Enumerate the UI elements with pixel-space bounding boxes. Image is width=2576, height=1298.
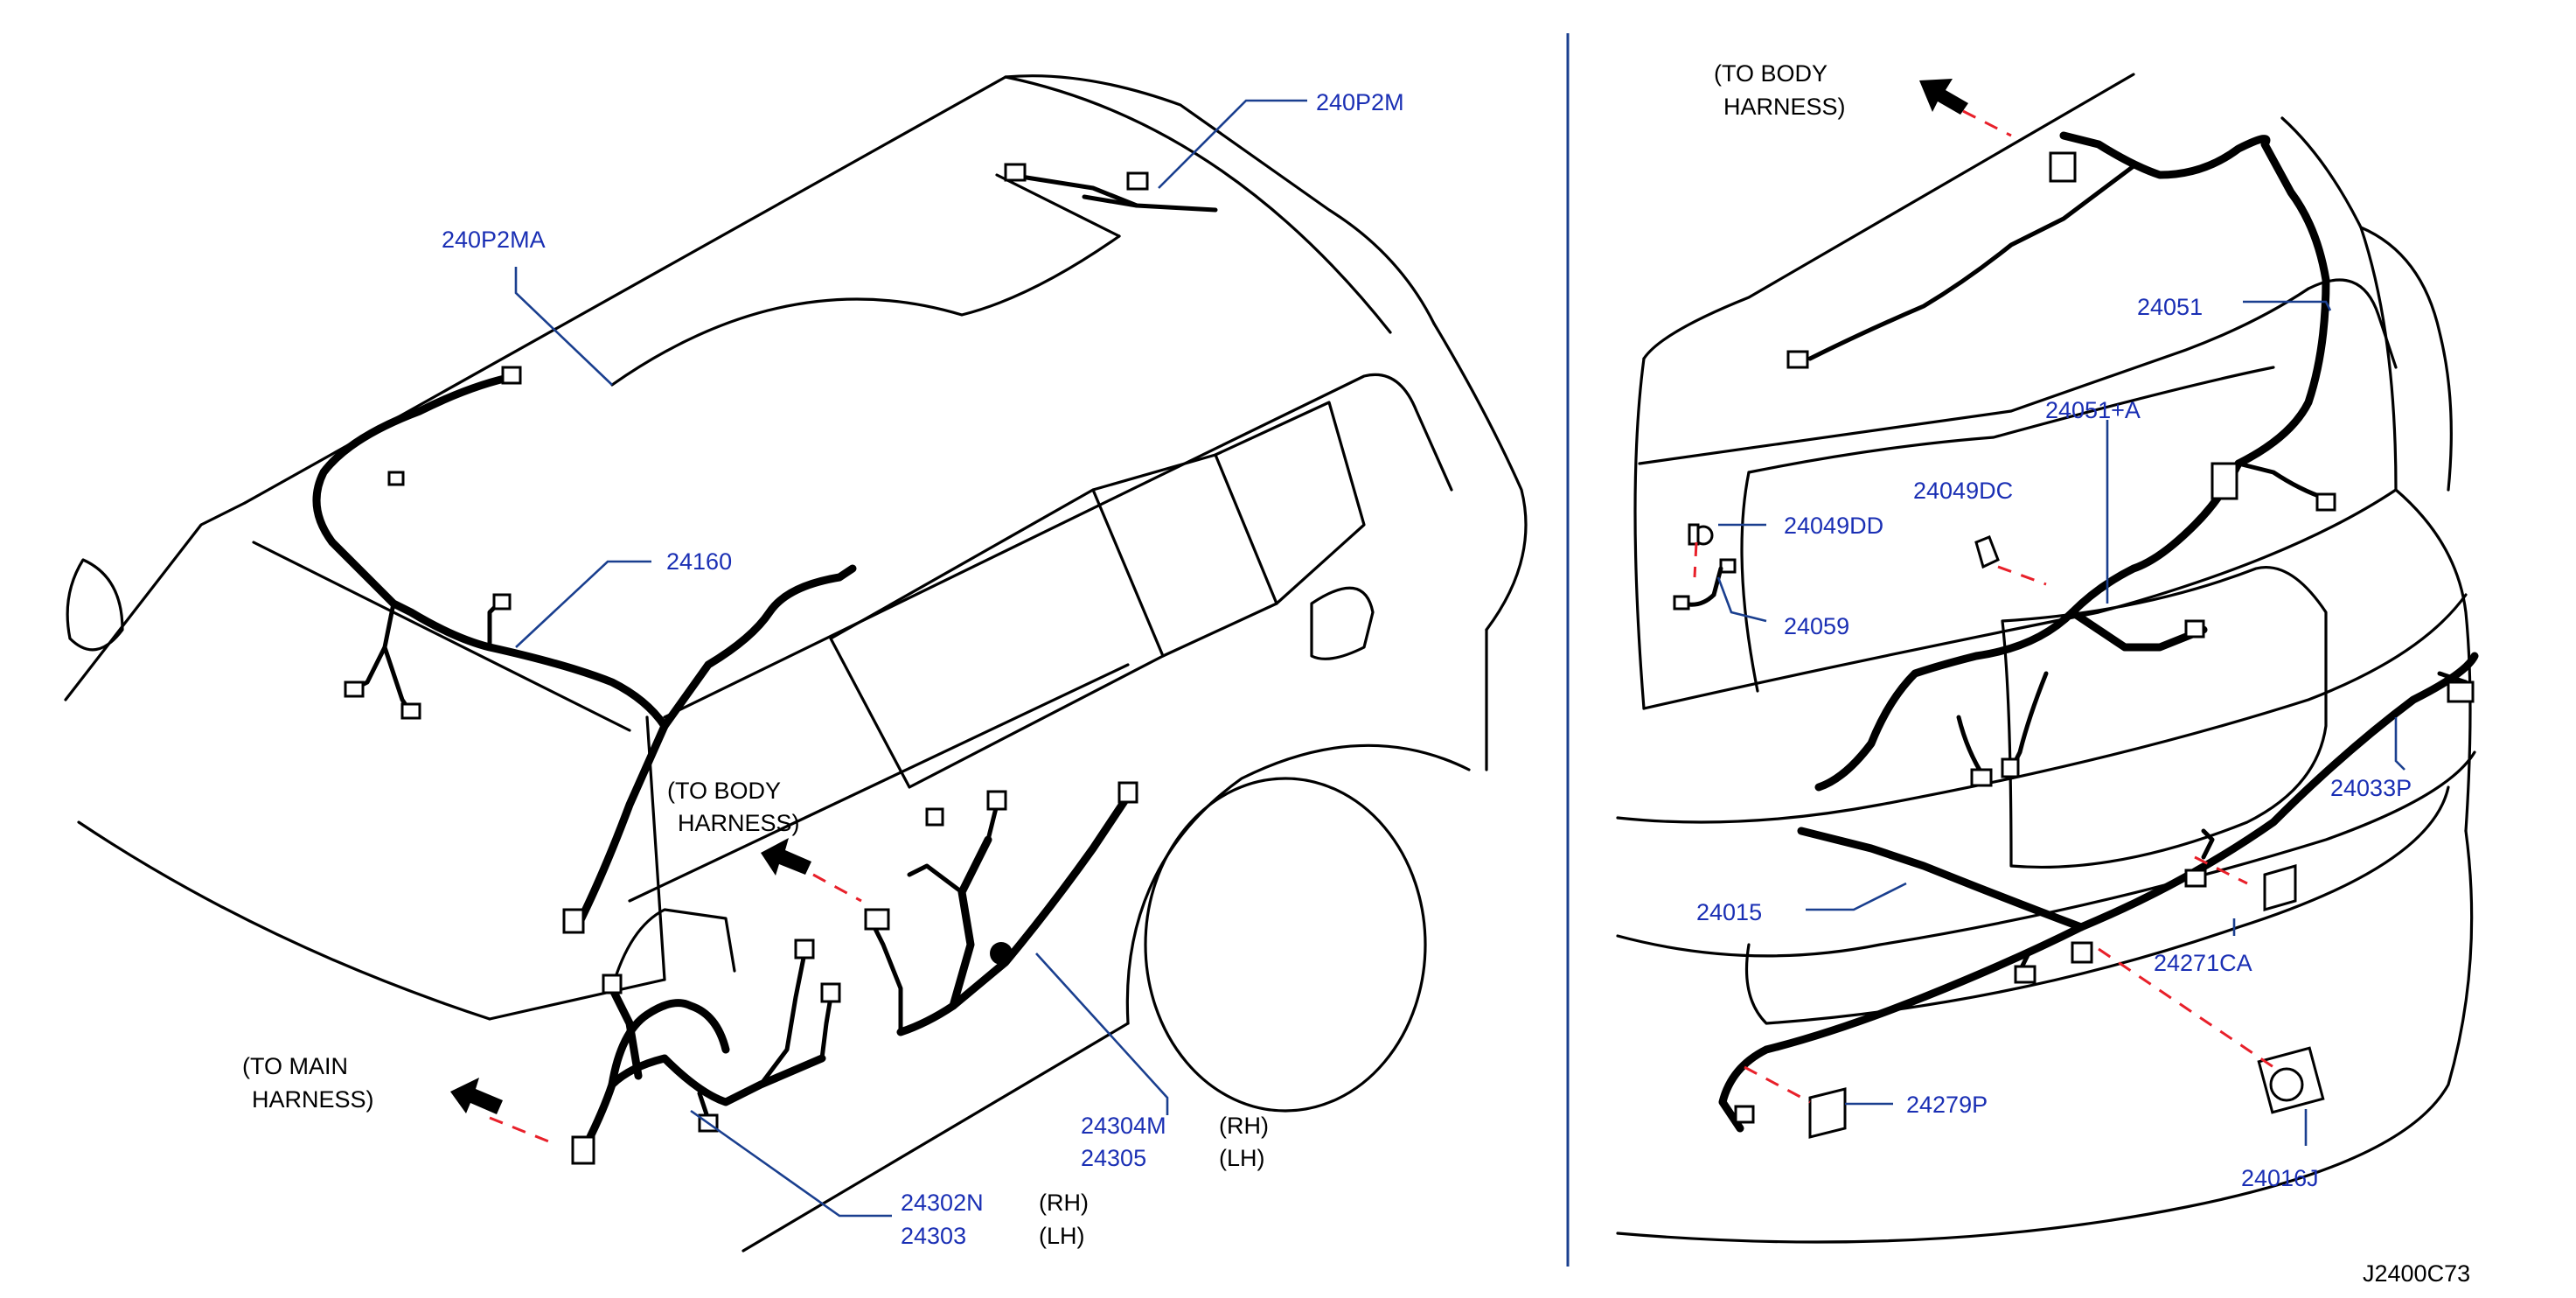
part-label-24279p: 24279P [1906, 1092, 1988, 1118]
note-to-body-harness-left-line2: HARNESS) [678, 810, 800, 836]
part-label-24051: 24051 [2137, 294, 2203, 320]
harness-240p2m [1004, 163, 1218, 213]
part-label-24033p: 24033P [2330, 775, 2412, 801]
harness-24051 [1786, 131, 2336, 792]
right-leaders [1716, 300, 2405, 1146]
clips [1673, 523, 2000, 611]
side-label-rh-24302n: (RH) [1039, 1190, 1089, 1216]
right-vehicle-outline [1616, 73, 2476, 1244]
note-to-body-harness-right-line1: (TO BODY [1714, 60, 1828, 87]
right-guides [1693, 79, 2274, 1104]
arrow-to-main-harness-icon [450, 1078, 503, 1114]
part-label-240p2ma: 240P2MA [442, 227, 546, 253]
harness-24033p [1718, 652, 2479, 1133]
part-label-24303: 24303 [901, 1223, 966, 1249]
part-label-24304m: 24304M [1081, 1113, 1166, 1139]
arrow-to-body-harness-left-icon [761, 838, 811, 876]
harness-24302n [571, 939, 841, 1165]
part-label-24271ca: 24271CA [2154, 950, 2252, 976]
part-label-24016j: 24016J [2241, 1165, 2319, 1191]
part-label-24305: 24305 [1081, 1145, 1146, 1171]
left-part-labels: 240P2M 240P2MA 24160 24304M (RH) 24305 (… [442, 89, 1404, 1249]
harness-24304m [864, 781, 1138, 1036]
left-leaders [514, 99, 1307, 1218]
part-label-24059: 24059 [1784, 613, 1849, 639]
part-label-24302n: 24302N [901, 1190, 984, 1216]
note-to-main-harness-line2: HARNESS) [252, 1086, 374, 1113]
left-vehicle-outline [64, 74, 1528, 1253]
left-guides [450, 838, 862, 1146]
plates [1808, 864, 2297, 1139]
part-label-24015: 24015 [1696, 899, 1762, 925]
part-label-24049dd: 24049DD [1784, 513, 1883, 539]
part-label-24051-a: 24051+A [2045, 397, 2141, 423]
left-notes: (TO BODY HARNESS) (TO MAIN HARNESS) [242, 778, 800, 1113]
part-label-240p2m: 240P2M [1316, 89, 1404, 115]
note-to-main-harness-line1: (TO MAIN [242, 1053, 348, 1079]
side-label-lh-24305: (LH) [1219, 1145, 1265, 1171]
diagram-id: J2400C73 [2363, 1260, 2470, 1287]
part-label-24049dc: 24049DC [1913, 478, 2013, 504]
harness-24160 [312, 366, 857, 934]
arrow-to-body-harness-right-icon [1919, 79, 1968, 115]
note-to-body-harness-left-line1: (TO BODY [667, 778, 781, 804]
right-part-labels: 24051 24051+A 24049DC 24049DD 24059 2403… [1696, 294, 2412, 1191]
side-label-lh-24303: (LH) [1039, 1223, 1085, 1249]
right-notes: (TO BODY HARNESS) [1714, 60, 1846, 120]
side-label-rh-24304m: (RH) [1219, 1113, 1269, 1139]
note-to-body-harness-right-line2: HARNESS) [1723, 94, 1846, 120]
part-label-24160: 24160 [666, 548, 732, 575]
connector-24016j-icon [2257, 1046, 2325, 1114]
